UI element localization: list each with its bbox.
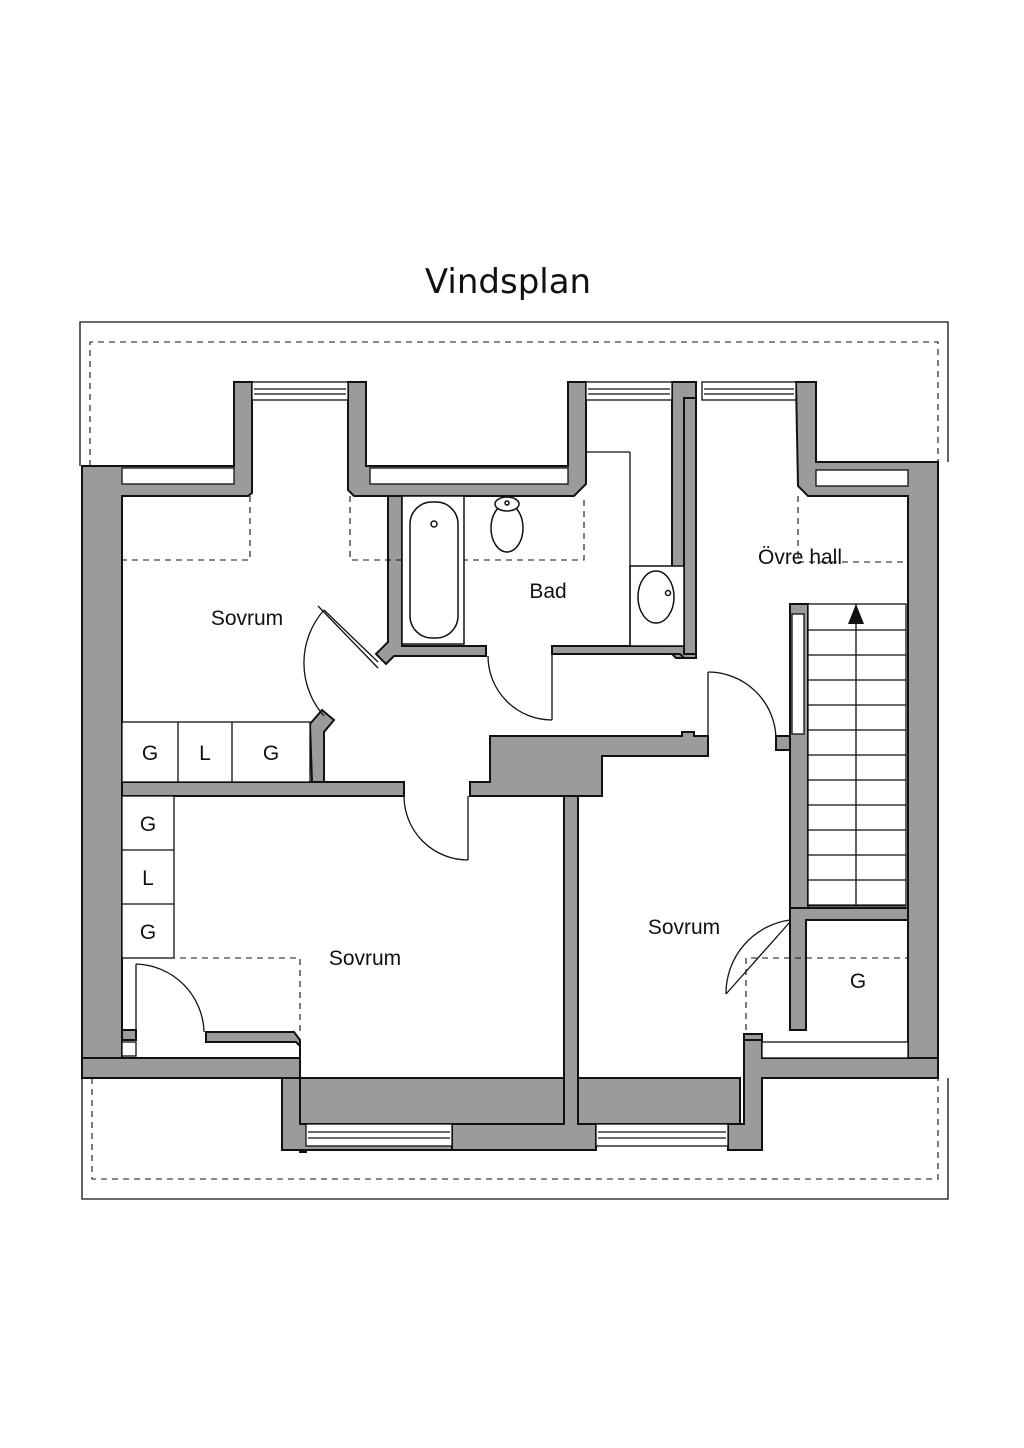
room-label-ovre-hall: Övre hall xyxy=(758,546,842,569)
closet-row-top xyxy=(121,721,311,783)
room-label-sovrum-bottom-right: Sovrum xyxy=(648,916,720,939)
closet-label-top-3: G xyxy=(263,742,279,765)
knee-wall-openings xyxy=(121,467,909,1059)
roof-outline-bottom xyxy=(81,1078,949,1200)
room-label-sovrum-bottom-left: Sovrum xyxy=(329,947,401,970)
plan-title: Vindsplan xyxy=(425,262,591,302)
low-ceiling-lines xyxy=(122,496,908,1034)
closet-label-top-1: G xyxy=(142,742,158,765)
window-top-hall xyxy=(701,381,797,401)
closet-label-left-1: G xyxy=(140,813,156,836)
closet-label-stair: G xyxy=(850,970,866,993)
stair-treads xyxy=(808,629,906,906)
closet-label-top-2: L xyxy=(199,742,211,765)
closet-label-left-2: L xyxy=(142,867,154,890)
sink xyxy=(629,565,685,647)
room-label-bad: Bad xyxy=(529,580,566,603)
window-top-bath xyxy=(585,381,673,401)
roof-outline-top xyxy=(79,321,949,466)
stair-direction-arrow xyxy=(848,604,864,624)
shower-partition xyxy=(586,451,631,646)
doors xyxy=(135,605,791,1033)
closet-column-left xyxy=(121,795,175,959)
window-top-left xyxy=(251,381,349,401)
room-label-sovrum-top: Sovrum xyxy=(211,607,283,630)
closet-label-left-3: G xyxy=(140,921,156,944)
toilet xyxy=(490,496,524,553)
bathtub xyxy=(401,495,465,645)
window-bottom-right xyxy=(595,1123,729,1147)
window-bottom-left xyxy=(305,1123,453,1147)
staircase xyxy=(791,603,907,907)
